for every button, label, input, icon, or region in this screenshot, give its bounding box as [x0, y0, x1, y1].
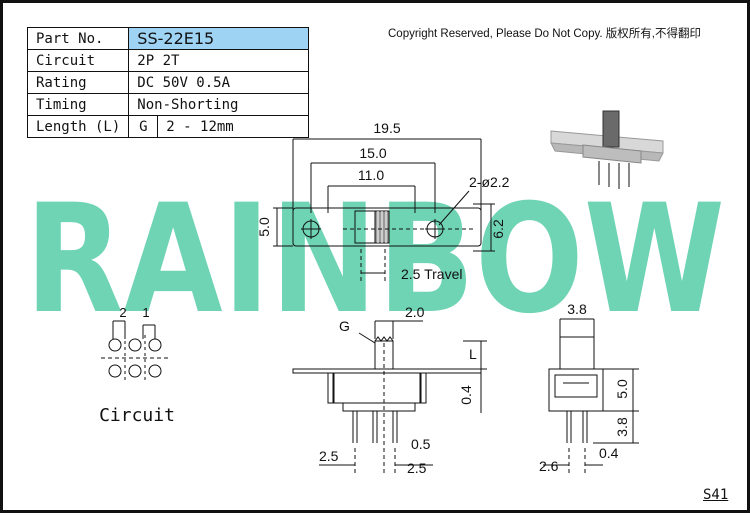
- dim-length-l: L: [469, 346, 477, 362]
- dim-travel: 2.5 Travel: [401, 266, 462, 282]
- sheet-code: S41: [703, 487, 729, 503]
- dim-plate-thickness: 0.4: [458, 385, 474, 405]
- dim-hole-callout: 2-ø2.2: [469, 174, 510, 190]
- dim-hole-pitch: 15.0: [359, 145, 386, 161]
- technical-drawing: RAINBOW: [25, 110, 725, 476]
- copyright-notice: Copyright Reserved, Please Do Not Copy. …: [388, 28, 701, 40]
- circuit-diagram: [101, 320, 169, 381]
- circuit-title: Circuit: [99, 405, 175, 426]
- circuit-pole-2: 2: [119, 305, 126, 320]
- dim-side-body-height: 5.0: [614, 379, 630, 399]
- dim-actuator-width: 2.0: [405, 304, 425, 320]
- spec-row-rating: Rating DC 50V 0.5A: [26, 71, 310, 94]
- actuator-label-g: G: [339, 318, 350, 334]
- dim-plate-height: 6.2: [490, 219, 506, 239]
- spec-row-part-no: Part No. SS-22E15: [26, 27, 310, 50]
- dim-pin-pitch-2: 2.5: [407, 460, 427, 476]
- dim-side-pin-length: 3.8: [614, 417, 630, 437]
- dim-pin-width: 0.5: [411, 436, 431, 452]
- part-number: SS-22E15: [128, 27, 310, 50]
- spec-value: Non-Shorting: [128, 93, 310, 116]
- dim-pin-pitch: 2.5: [319, 448, 339, 464]
- spec-value: 2 - 12mm: [157, 115, 310, 138]
- circuit-pole-1: 1: [142, 305, 149, 320]
- spec-value-prefix: G: [128, 115, 159, 138]
- dim-overall-length: 19.5: [373, 120, 400, 136]
- dim-body-height: 5.0: [256, 217, 272, 237]
- product-photo: [550, 110, 664, 189]
- spec-table: Part No. SS-22E15 Circuit 2P 2T Rating D…: [26, 27, 310, 138]
- spec-label: Length (L): [26, 115, 130, 138]
- side-view: [543, 318, 639, 473]
- front-view: [292, 320, 487, 473]
- spec-row-length: Length (L) G 2 - 12mm: [26, 115, 310, 138]
- dim-side-actuator-width: 3.8: [567, 301, 587, 317]
- dim-side-pin-thickness: 0.4: [599, 445, 619, 461]
- dim-side-pin-spacing: 2.6: [539, 458, 559, 474]
- spec-label: Part No.: [26, 27, 130, 50]
- top-view: [273, 138, 495, 283]
- spec-value: DC 50V 0.5A: [128, 71, 310, 94]
- spec-label: Circuit: [26, 49, 130, 72]
- dim-body-length: 11.0: [358, 167, 384, 183]
- rainbow-watermark: RAINBOW: [25, 173, 725, 347]
